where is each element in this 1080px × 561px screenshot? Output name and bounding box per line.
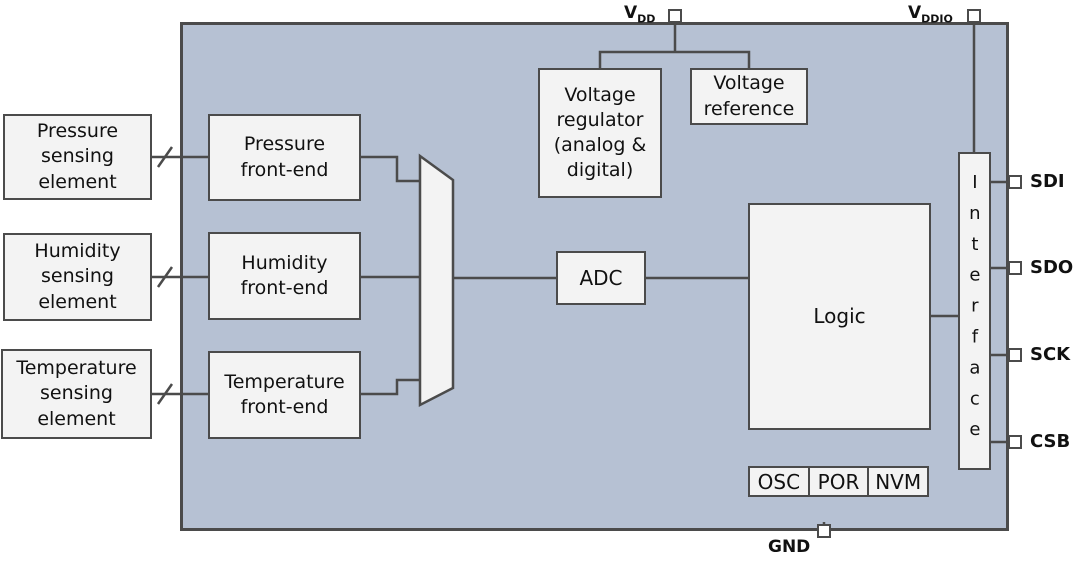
voltage-reference-label: Voltage reference xyxy=(703,72,795,120)
temperature-sensing-label: Temperature sensing element xyxy=(16,357,137,430)
nvm-cell: NVM xyxy=(867,468,927,495)
pressure-sensing-label: Pressure sensing element xyxy=(36,120,119,193)
csb-pin-square xyxy=(1008,435,1022,449)
gnd-pin-label: GND xyxy=(768,537,811,557)
support-cells: OSC POR NVM xyxy=(748,466,929,497)
humidity-front-end-label: Humidity front-end xyxy=(240,251,329,299)
csb-pin-label: CSB xyxy=(1030,431,1071,452)
block-pressure-sensing-element: Pressure sensing element xyxy=(3,114,152,200)
bus-slash-marks xyxy=(156,146,174,405)
block-temperature-front-end: Temperature front-end xyxy=(208,351,361,439)
sck-pin-square xyxy=(1008,348,1022,362)
adc-label: ADC xyxy=(579,265,623,290)
temperature-front-end-label: Temperature front-end xyxy=(224,370,345,418)
block-pressure-front-end: Pressure front-end xyxy=(208,114,361,201)
logic-label: Logic xyxy=(813,304,866,329)
block-interface: Interface xyxy=(958,152,991,470)
humidity-sensing-label: Humidity sensing element xyxy=(34,240,121,313)
block-voltage-regulator: Voltage regulator (analog & digital) xyxy=(538,68,662,198)
vddio-pin-square xyxy=(967,9,981,23)
block-logic: Logic xyxy=(748,203,931,430)
vdd-pin-label: VDD xyxy=(624,3,656,26)
block-voltage-reference: Voltage reference xyxy=(690,68,808,125)
osc-cell: OSC xyxy=(757,469,801,494)
gnd-pin-square xyxy=(817,524,831,538)
pressure-front-end-label: Pressure front-end xyxy=(240,133,329,181)
sdi-pin-square xyxy=(1008,175,1022,189)
sdo-pin-square xyxy=(1008,261,1022,275)
block-humidity-sensing-element: Humidity sensing element xyxy=(3,233,152,321)
interface-label: Interface xyxy=(964,171,986,451)
sdo-pin-label: SDO xyxy=(1030,257,1074,278)
voltage-regulator-label: Voltage regulator (analog & digital) xyxy=(553,83,647,182)
vdd-pin-square xyxy=(668,9,682,23)
block-humidity-front-end: Humidity front-end xyxy=(208,232,361,320)
block-temperature-sensing-element: Temperature sensing element xyxy=(1,349,152,439)
sdi-pin-label: SDI xyxy=(1030,171,1065,192)
block-adc: ADC xyxy=(556,251,646,305)
por-cell: POR xyxy=(807,468,868,495)
sck-pin-label: SCK xyxy=(1030,344,1071,365)
vddio-pin-label: VDDIO xyxy=(908,3,953,26)
